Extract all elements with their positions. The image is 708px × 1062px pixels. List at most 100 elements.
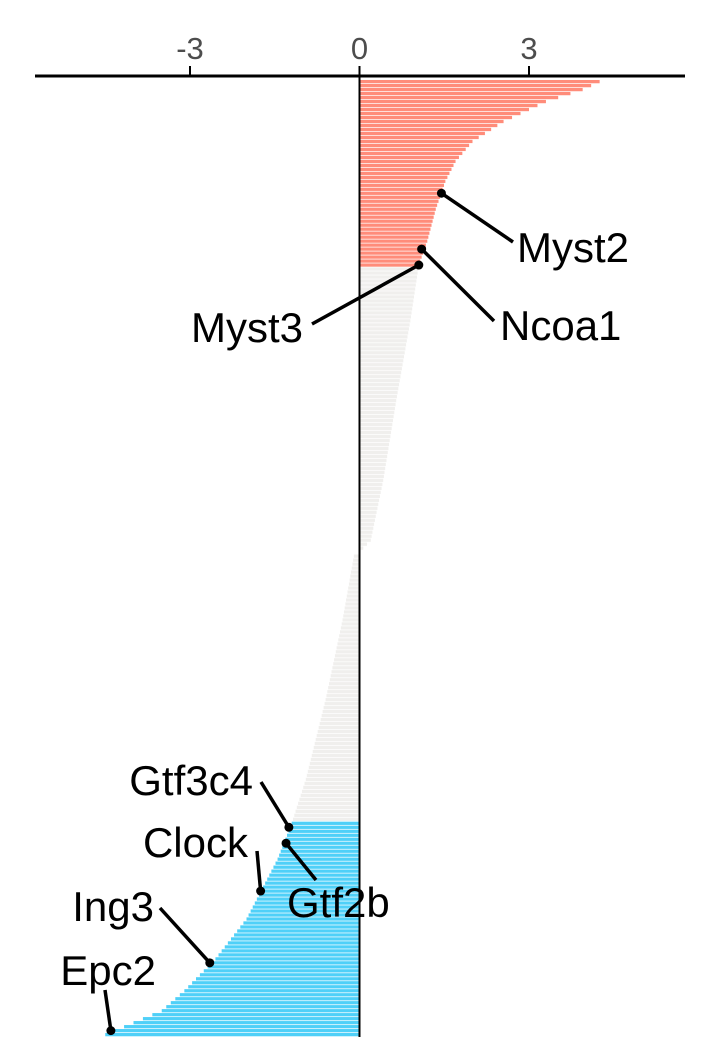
gene-bar	[359, 131, 485, 136]
gene-bar	[359, 223, 432, 227]
gene-bar	[359, 486, 382, 490]
gene-bar	[359, 339, 407, 343]
gene-bar	[359, 80, 600, 84]
gene-bar	[271, 869, 360, 873]
annotation-point	[106, 1026, 116, 1036]
gene-bar	[258, 893, 360, 897]
gene-bar	[359, 450, 388, 455]
gene-bar	[359, 319, 411, 323]
gene-bar	[359, 247, 425, 251]
gene-bar	[359, 367, 402, 371]
gene-bar	[359, 227, 431, 231]
gene-bar	[359, 395, 397, 399]
gene-bar	[359, 215, 434, 219]
gene-bar	[280, 849, 360, 853]
gene-bar	[340, 626, 360, 630]
gene-bar	[351, 566, 360, 570]
gene-bar	[359, 379, 400, 383]
gene-bar	[359, 95, 559, 100]
gene-label-ing3: Ing3	[72, 883, 154, 930]
gene-bar	[359, 458, 387, 463]
gene-bar	[307, 769, 360, 774]
gene-bar	[299, 797, 360, 802]
gene-bar	[359, 191, 442, 195]
gene-bar	[359, 402, 396, 407]
gene-bar	[218, 953, 360, 957]
gene-bar	[333, 662, 360, 666]
gene-bar	[254, 901, 360, 905]
annotation-leader-line	[440, 191, 514, 244]
gene-bar	[161, 1009, 360, 1013]
gene-bar	[304, 781, 360, 786]
gene-bar	[348, 582, 360, 586]
gene-bar	[243, 921, 360, 925]
gene-bar	[359, 111, 521, 116]
gene-bar	[152, 1013, 360, 1017]
gene-bar	[359, 283, 416, 287]
gene-bar	[263, 885, 360, 889]
annotation-leader-line	[311, 263, 420, 326]
annotation-leader-line	[284, 842, 318, 882]
gene-bar	[237, 929, 360, 933]
gene-bar	[359, 151, 463, 156]
gene-bar	[359, 546, 364, 550]
gene-bar	[359, 490, 381, 494]
gene-bar	[286, 833, 360, 837]
gene-bar	[359, 462, 386, 467]
gene-bar	[359, 195, 440, 199]
gene-bar	[359, 275, 418, 279]
gene-bar	[359, 331, 409, 335]
gene-bar	[309, 761, 360, 766]
gene-bar	[142, 1017, 360, 1021]
gene-bar	[359, 383, 400, 387]
gene-label-clock: Clock	[143, 819, 249, 866]
gene-bar	[359, 307, 413, 311]
gene-bar	[313, 745, 360, 750]
gene-bar	[359, 375, 401, 379]
gene-bar	[273, 865, 360, 869]
gene-bar	[288, 829, 360, 833]
gene-bar	[285, 837, 360, 841]
gene-bar	[310, 757, 360, 762]
gene-label-gtf3c4: Gtf3c4	[129, 757, 253, 804]
gene-bar	[359, 438, 390, 443]
annotation-leader-line	[255, 850, 263, 892]
gene-bar	[215, 957, 360, 961]
gene-bar	[334, 658, 360, 662]
gene-bar	[359, 235, 429, 239]
gene-bar	[340, 630, 360, 634]
gene-bar	[342, 618, 360, 622]
gene-bar	[166, 1005, 360, 1009]
gene-bar	[175, 997, 360, 1001]
gene-bar	[359, 299, 414, 303]
gene-bar	[234, 933, 360, 937]
gene-bar	[331, 670, 360, 674]
gene-bar	[359, 287, 416, 291]
gene-bar	[359, 426, 392, 431]
gene-bar	[351, 570, 360, 574]
gene-bar	[319, 721, 360, 726]
gene-bar	[359, 498, 380, 502]
annotation-leader-line	[420, 247, 496, 323]
gene-bar	[303, 785, 360, 790]
annotation-point	[436, 188, 446, 198]
gene-bar	[359, 327, 409, 331]
gene-bar	[203, 969, 360, 973]
gene-bar	[265, 881, 360, 885]
gene-bar	[359, 155, 459, 160]
gene-bar	[359, 115, 513, 120]
gene-bar	[359, 506, 378, 510]
gene-bar	[359, 127, 492, 132]
gene-bar	[359, 335, 408, 339]
gene-bar	[248, 913, 360, 917]
bars-layer	[105, 80, 600, 1037]
gene-bar	[359, 470, 385, 475]
gene-bar	[359, 446, 389, 451]
gene-bar	[359, 518, 375, 522]
gene-bar	[359, 199, 439, 203]
gene-bar	[348, 586, 360, 590]
gene-bar	[359, 119, 504, 124]
